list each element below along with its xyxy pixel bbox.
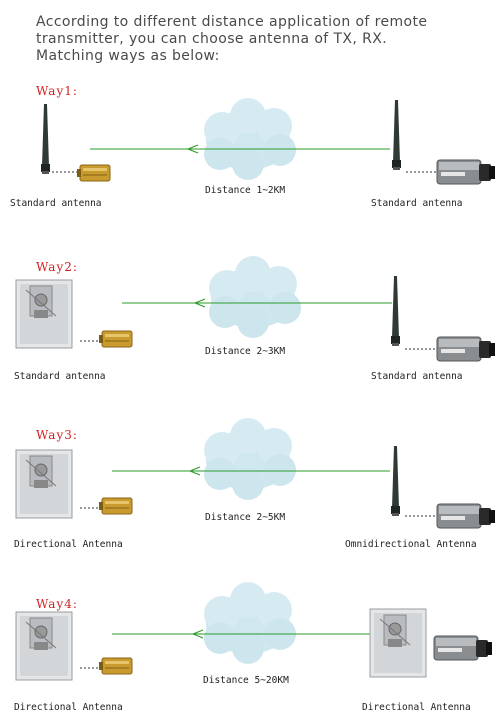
- intro-line-2: transmitter, you can choose antenna of T…: [36, 31, 388, 47]
- way-4-cloud-icon: [204, 582, 296, 664]
- way-3-right-label: Omnidirectional Antenna: [345, 539, 477, 550]
- way-1-right-label: Standard antenna: [371, 198, 463, 209]
- way-4-right-label: Directional Antenna: [362, 702, 471, 713]
- way-2-left-label: Standard antenna: [14, 371, 106, 382]
- intro-text: According to different distance applicat…: [36, 14, 476, 65]
- way-2-right-label: Standard antenna: [371, 371, 463, 382]
- way-4-camera-icon: [433, 635, 493, 661]
- way-1-title: Way1:: [36, 84, 78, 98]
- way-4-distance: Distance 5~20KM: [203, 675, 289, 686]
- way-4-title: Way4:: [36, 597, 78, 611]
- intro-line-1: According to different distance applicat…: [36, 14, 428, 30]
- way-4-transmitter-icon: [98, 657, 133, 675]
- way-2-distance: Distance 2~3KM: [205, 346, 286, 357]
- way-3-left-label: Directional Antenna: [14, 539, 123, 550]
- way-4-left-panel-antenna-icon: [15, 611, 73, 681]
- way-3-title: Way3:: [36, 428, 78, 442]
- way-1-left-label: Standard antenna: [10, 198, 102, 209]
- way-4-right-panel-antenna-icon: [369, 608, 427, 678]
- way-4-left-label: Directional Antenna: [14, 702, 123, 713]
- intro-line-3: Matching ways as below:: [36, 48, 220, 64]
- way-2-title: Way2:: [36, 260, 78, 274]
- way-1-distance: Distance 1~2KM: [205, 185, 286, 196]
- way-3-distance: Distance 2~5KM: [205, 512, 286, 523]
